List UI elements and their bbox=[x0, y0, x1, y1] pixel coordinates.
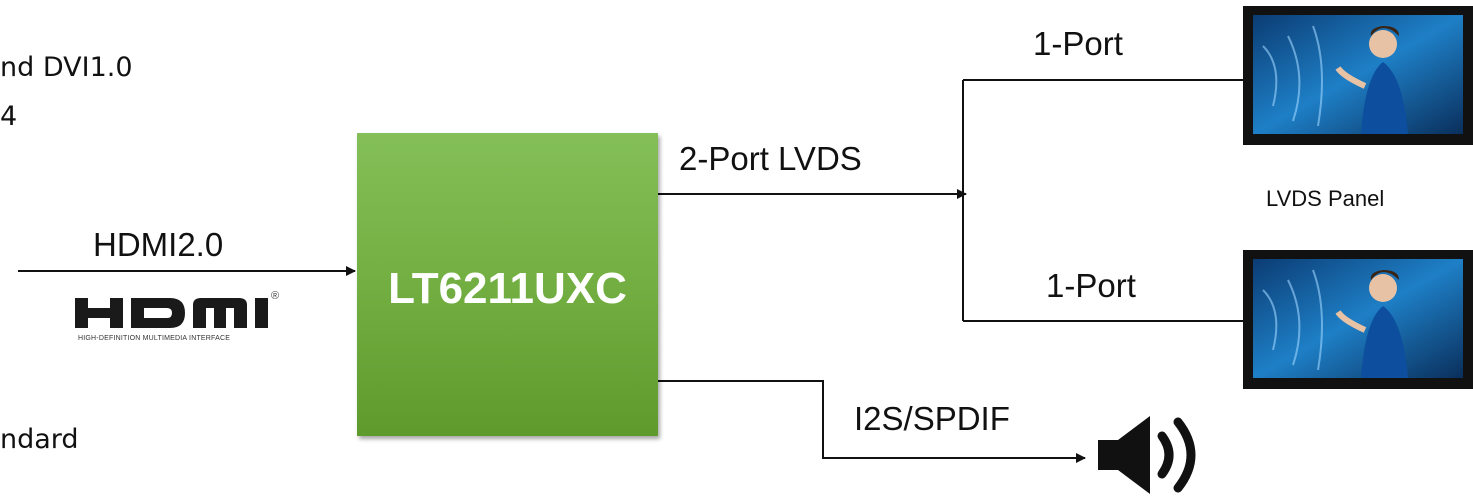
feature-text-line-1: nd DVI1.0 bbox=[0, 52, 133, 83]
lvds-panel-top bbox=[1243, 6, 1473, 145]
lvds-output-label: 2-Port LVDS bbox=[679, 140, 862, 177]
display-panel-icon bbox=[1243, 6, 1473, 145]
port-top-label: 1-Port bbox=[1033, 25, 1123, 62]
hdmi-logo-icon bbox=[75, 298, 268, 328]
port-bottom-label: 1-Port bbox=[1046, 267, 1136, 304]
display-panel-icon bbox=[1243, 250, 1473, 389]
audio-output-arrow bbox=[658, 380, 1086, 463]
feature-text-line-2: 4 bbox=[0, 101, 18, 132]
chip-label: LT6211UXC bbox=[388, 263, 627, 313]
lt6211uxc-chip: LT6211UXC bbox=[357, 133, 658, 436]
audio-output-label: I2S/SPDIF bbox=[854, 400, 1010, 437]
lvds-panel-bottom bbox=[1243, 250, 1473, 389]
speaker bbox=[1098, 414, 1208, 496]
hdmi-registered-mark: ® bbox=[271, 290, 280, 302]
lvds-panel-caption: LVDS Panel bbox=[1266, 186, 1385, 211]
hdmi-input-label: HDMI2.0 bbox=[93, 226, 224, 263]
hdmi-logo: ® HIGH-DEFINITION MULTIMEDIA INTERFACE bbox=[75, 290, 280, 348]
speaker-icon bbox=[1098, 416, 1196, 494]
hdmi-logo-subtext: HIGH-DEFINITION MULTIMEDIA INTERFACE bbox=[78, 335, 231, 342]
feature-text-line-3: ndard bbox=[0, 424, 79, 455]
